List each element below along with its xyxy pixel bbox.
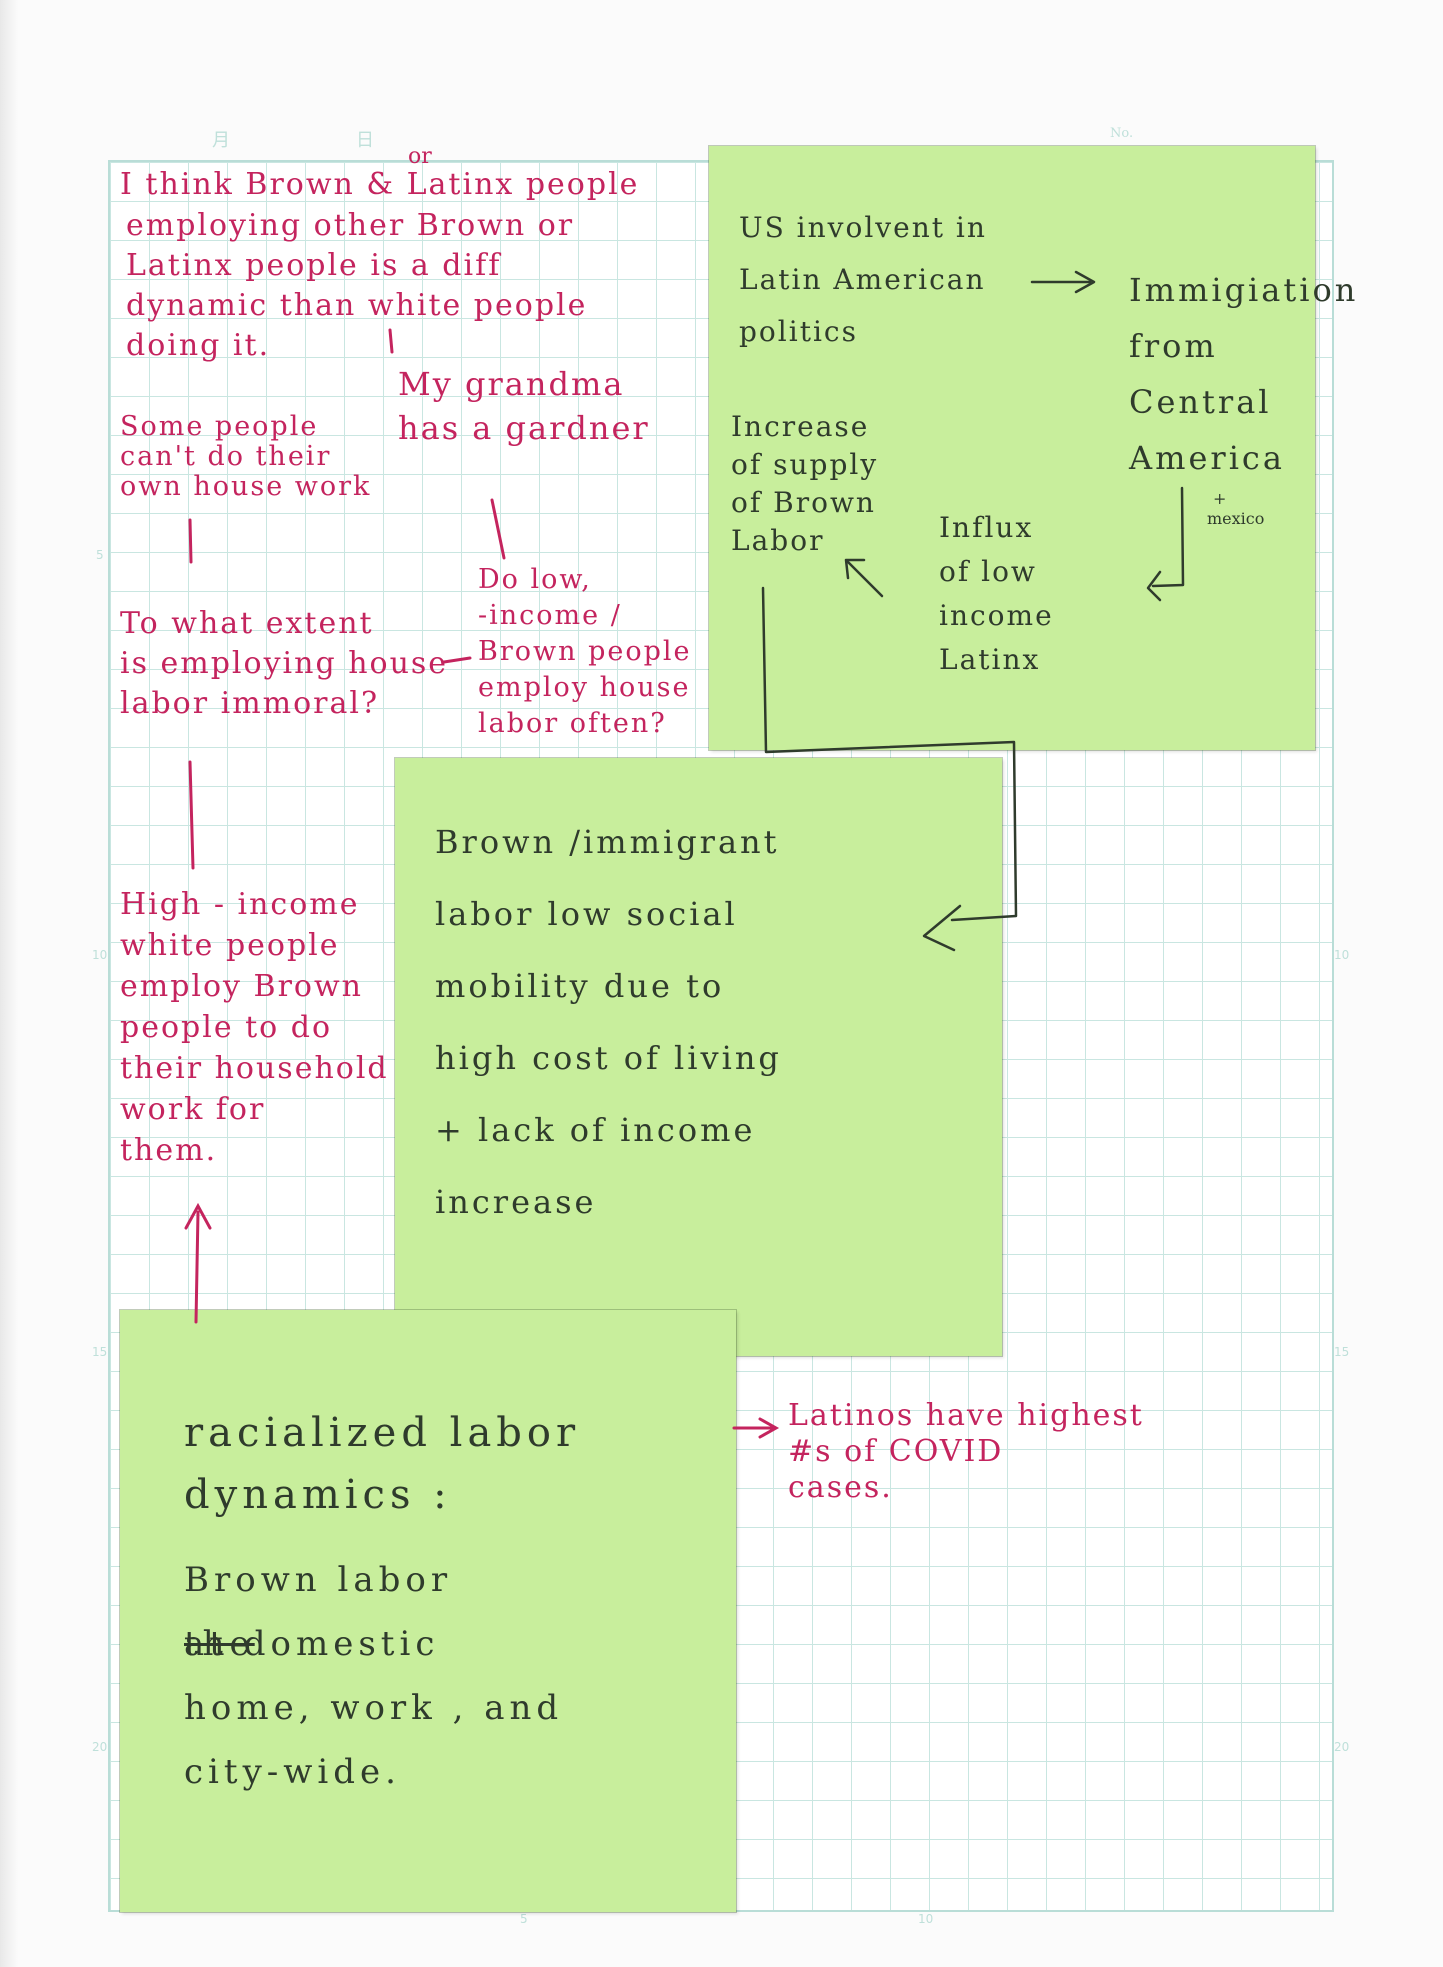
note-brown-latinx: employing other Brown or Latinx people i… xyxy=(126,208,588,363)
row-number-5: 5 xyxy=(96,548,104,562)
sticky-plus-sign: + xyxy=(1213,489,1227,508)
note-high-income: High - income white people employ Brown … xyxy=(120,887,389,1168)
sticky-immigration-text: Immigiation from Central America xyxy=(1129,271,1359,477)
connector-to-what-extent xyxy=(188,760,195,870)
row-number-15-right: 15 xyxy=(1334,1345,1350,1359)
note-low-income-question: Do low, -income / Brown people employ ho… xyxy=(478,564,692,739)
row-number-20-right: 20 xyxy=(1334,1740,1350,1754)
page-edge xyxy=(0,0,18,1967)
pencil-arrow-supply-head xyxy=(844,558,866,580)
note-to-what-extent: To what extent is employing house labor … xyxy=(120,606,449,721)
arrow-right-head xyxy=(758,1417,780,1439)
sticky-us-involvement-text: US involvent in Latin American politics xyxy=(739,211,987,348)
header-no: No. xyxy=(1110,126,1134,141)
col-number-10: 10 xyxy=(918,1912,934,1926)
col-number-5: 5 xyxy=(520,1912,528,1926)
connector-grandma xyxy=(388,328,394,354)
pencil-arrow-right-head xyxy=(1074,270,1096,294)
sticky-influx-text: Influx of low income Latinx xyxy=(939,511,1054,676)
sticky-brown-immigrant-labor: Brown /immigrant labor low social mobili… xyxy=(395,758,1002,1356)
header-day: 日 xyxy=(356,130,374,151)
row-number-10: 10 xyxy=(92,948,108,962)
arrow-up-line xyxy=(194,1210,200,1324)
row-number-20: 20 xyxy=(92,1740,108,1754)
header-month: 月 xyxy=(212,130,230,151)
pencil-loop-arrow-head xyxy=(922,904,962,952)
pencil-loop-to-middle xyxy=(761,586,1018,922)
pencil-arrow-supply-line xyxy=(846,560,884,598)
connector-house-labor xyxy=(442,656,472,664)
sticky-us-involvement: US involvent in Latin American politics … xyxy=(709,146,1355,750)
note-line-1: I think Brown & Latinx people xyxy=(120,167,640,202)
connector-low-income xyxy=(490,498,506,560)
row-number-15: 15 xyxy=(92,1345,108,1359)
sticky-racialized-labor: racialized labor dynamics : the Brown la… xyxy=(120,1310,736,1912)
sticky-supply-text: Increase of supply of Brown Labor xyxy=(731,410,879,557)
connector-some-people xyxy=(188,518,193,564)
pencil-bracket-arrow xyxy=(1146,570,1162,602)
sticky-racialized-body: Brown labor at domestic home, work , and… xyxy=(184,1560,564,1792)
note-latinos-covid: Latinos have highest #s of COVID cases. xyxy=(788,1398,1144,1505)
note-grandma: My grandma has a gardner xyxy=(398,365,650,447)
row-number-10-right: 10 xyxy=(1334,948,1350,962)
sticky-racialized-struck-word: the xyxy=(184,1624,255,1664)
sticky-brown-immigrant-text: Brown /immigrant labor low social mobili… xyxy=(435,823,782,1221)
note-some-people: Some people can't do their own house wor… xyxy=(120,411,372,502)
sticky-mexico-text: mexico xyxy=(1207,509,1265,528)
sticky-racialized-title: racialized labor dynamics : xyxy=(184,1410,581,1518)
note-insert-or: or xyxy=(408,144,432,169)
arrow-up-head xyxy=(184,1202,212,1230)
pencil-bracket-mexico xyxy=(1151,486,1185,588)
